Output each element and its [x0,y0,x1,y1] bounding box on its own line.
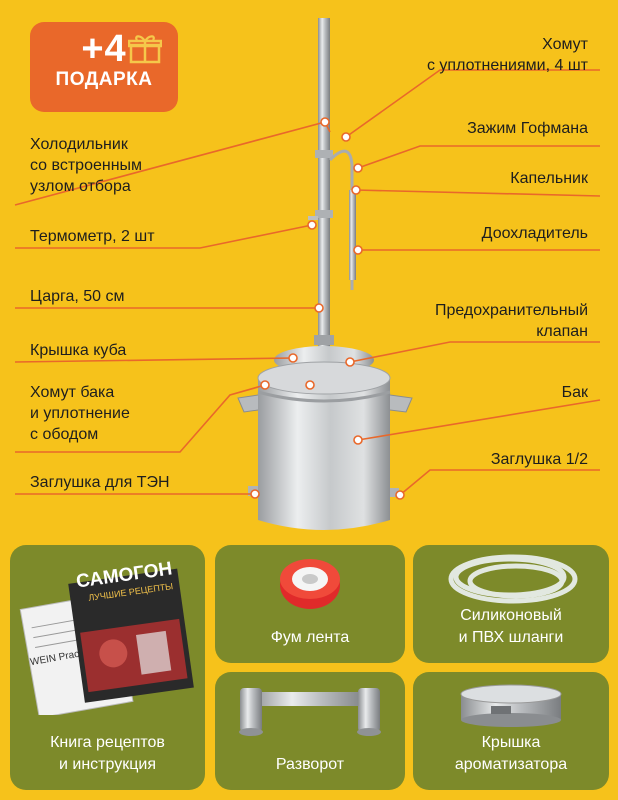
label-zaglushka12: Заглушка 1/2 [490,451,588,468]
elbow-image [239,688,381,736]
gift-badge: +4 ПОДАРКА [30,22,178,112]
label-kryshka-kuba: Крышка куба [30,342,127,359]
leader-lines [14,69,601,496]
gift-text: ПОДАРКА [55,69,153,90]
column-clamp [314,335,334,345]
distiller-diagram [14,18,601,530]
card-razvorot: Разворот [215,672,405,790]
label-zazhim: Зажим Гофмана [467,120,588,137]
flavor-lid-image [460,684,562,727]
label-bak: Бак [561,384,588,401]
card-book: САМОГОН ЛУЧШИЕ РЕЦЕПТЫ WEIN Prac Книга р… [10,545,205,790]
label-zaglushka-ten: Заглушка для ТЭН [30,474,170,491]
hose-image [448,554,578,604]
gift-icon [128,35,162,64]
fum-tape-image [280,559,340,609]
column-tube [318,18,330,348]
leader-dots [250,117,405,500]
gift-count: +4 [81,28,127,70]
tank-body [258,378,390,530]
column-clamp [315,210,333,218]
label-termometr: Термометр, 2 шт [30,228,155,245]
aftercooler-tube [349,190,356,280]
card-razvorot-caption: Разворот [275,756,345,773]
column-clamp [315,150,333,158]
card-fum-caption: Фум лента [270,629,350,646]
label-kapelnik: Капельник [510,170,588,187]
label-tsarga: Царга, 50 см [30,288,125,305]
book-image [19,568,194,715]
card-fum: Фум лента [215,545,405,663]
label-doohladitel: Доохладитель [481,225,588,242]
